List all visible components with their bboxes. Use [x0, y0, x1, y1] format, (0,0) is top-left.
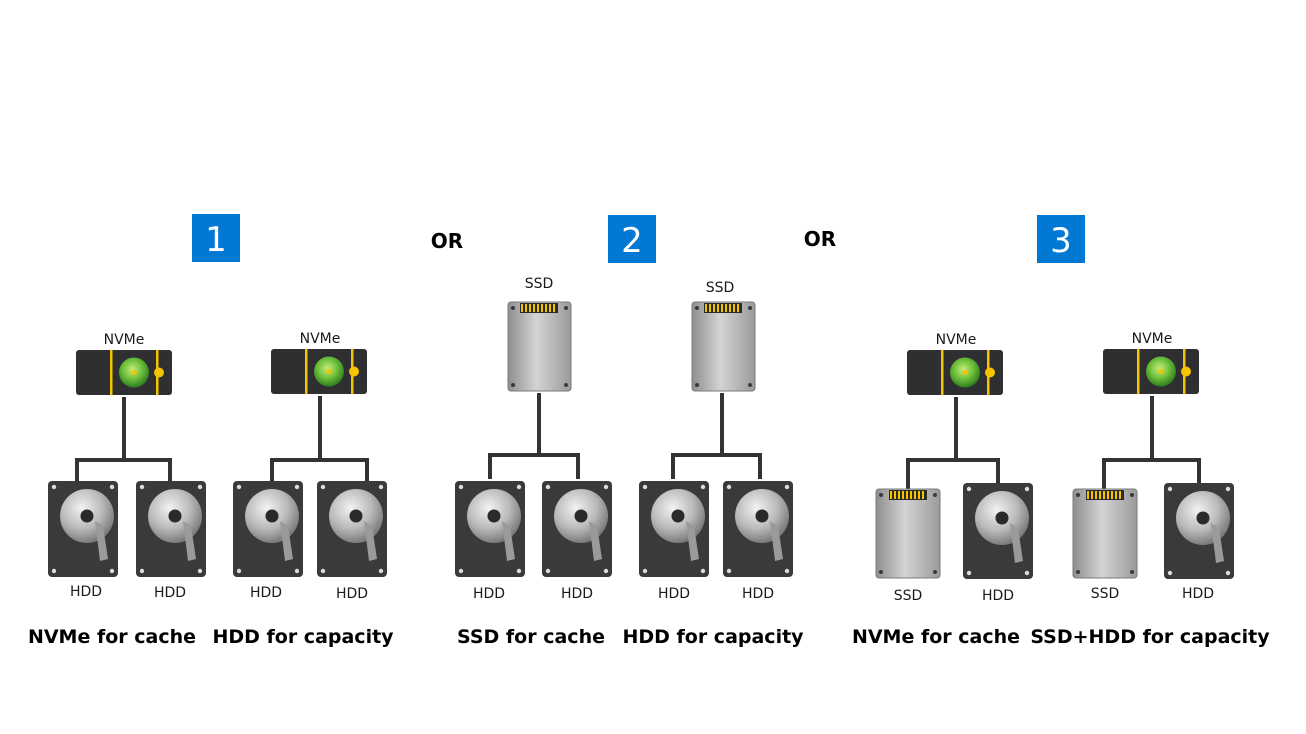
hdd-label: HDD: [250, 585, 282, 601]
nvme-label: NVMe: [300, 331, 341, 347]
ssd-label: SSD: [894, 588, 923, 604]
hdd-icon: [963, 483, 1033, 579]
nvme-drive-icon: [1103, 349, 1199, 394]
hdd-icon: [136, 481, 206, 577]
hdd-label: HDD: [982, 588, 1014, 604]
hdd-label: HDD: [742, 586, 774, 602]
hdd-label: HDD: [154, 585, 186, 601]
option-2-badge: [608, 215, 656, 263]
hdd-icon: [233, 481, 303, 577]
option-1-badge: [192, 214, 240, 262]
hdd-icon: [723, 481, 793, 577]
option-1-number: 1: [205, 220, 227, 260]
connector: [1102, 396, 1201, 489]
ssd-drive-icon: [875, 488, 941, 579]
hdd-label: HDD: [336, 586, 368, 602]
hdd-icon: [1164, 483, 1234, 579]
option-2-caption-capacity: HDD for capacity: [622, 626, 804, 648]
connector: [270, 396, 369, 482]
nvme-label: NVMe: [936, 332, 977, 348]
connector: [906, 397, 1000, 489]
hdd-icon: [542, 481, 612, 577]
ssd-drive-icon: [1072, 488, 1138, 579]
ssd-label: SSD: [525, 276, 554, 292]
nvme-drive-icon: [907, 350, 1003, 395]
option-2-caption-cache: SSD for cache: [457, 626, 605, 648]
ssd-drive-icon: [691, 301, 756, 392]
option-1-caption-capacity: HDD for capacity: [212, 626, 394, 648]
option-3-caption-cache: NVMe for cache: [852, 626, 1020, 648]
hdd-label: HDD: [473, 586, 505, 602]
hdd-icon: [455, 481, 525, 577]
hdd-icon: [639, 481, 709, 577]
ssd-drive-icon: [507, 301, 572, 392]
nvme-label: NVMe: [104, 332, 145, 348]
option-3-caption-capacity: SSD+HDD for capacity: [1030, 626, 1270, 648]
or-separator-2: OR: [804, 227, 836, 251]
hdd-icon: [48, 481, 118, 577]
hdd-label: HDD: [658, 586, 690, 602]
connector: [671, 393, 762, 479]
option-3-number: 3: [1050, 221, 1072, 261]
hdd-label: HDD: [1182, 586, 1214, 602]
or-separator-1: OR: [431, 229, 463, 253]
connector: [488, 393, 580, 479]
hdd-label: HDD: [70, 584, 102, 600]
option-3-badge: [1037, 215, 1085, 263]
ssd-label: SSD: [1091, 586, 1120, 602]
nvme-label: NVMe: [1132, 331, 1173, 347]
ssd-label: SSD: [706, 280, 735, 296]
hdd-icon: [317, 481, 387, 577]
option-2-number: 2: [621, 221, 643, 261]
nvme-drive-icon: [271, 349, 367, 394]
connector: [75, 397, 172, 482]
option-1-caption-cache: NVMe for cache: [28, 626, 196, 648]
nvme-drive-icon: [76, 350, 172, 395]
hdd-label: HDD: [561, 586, 593, 602]
